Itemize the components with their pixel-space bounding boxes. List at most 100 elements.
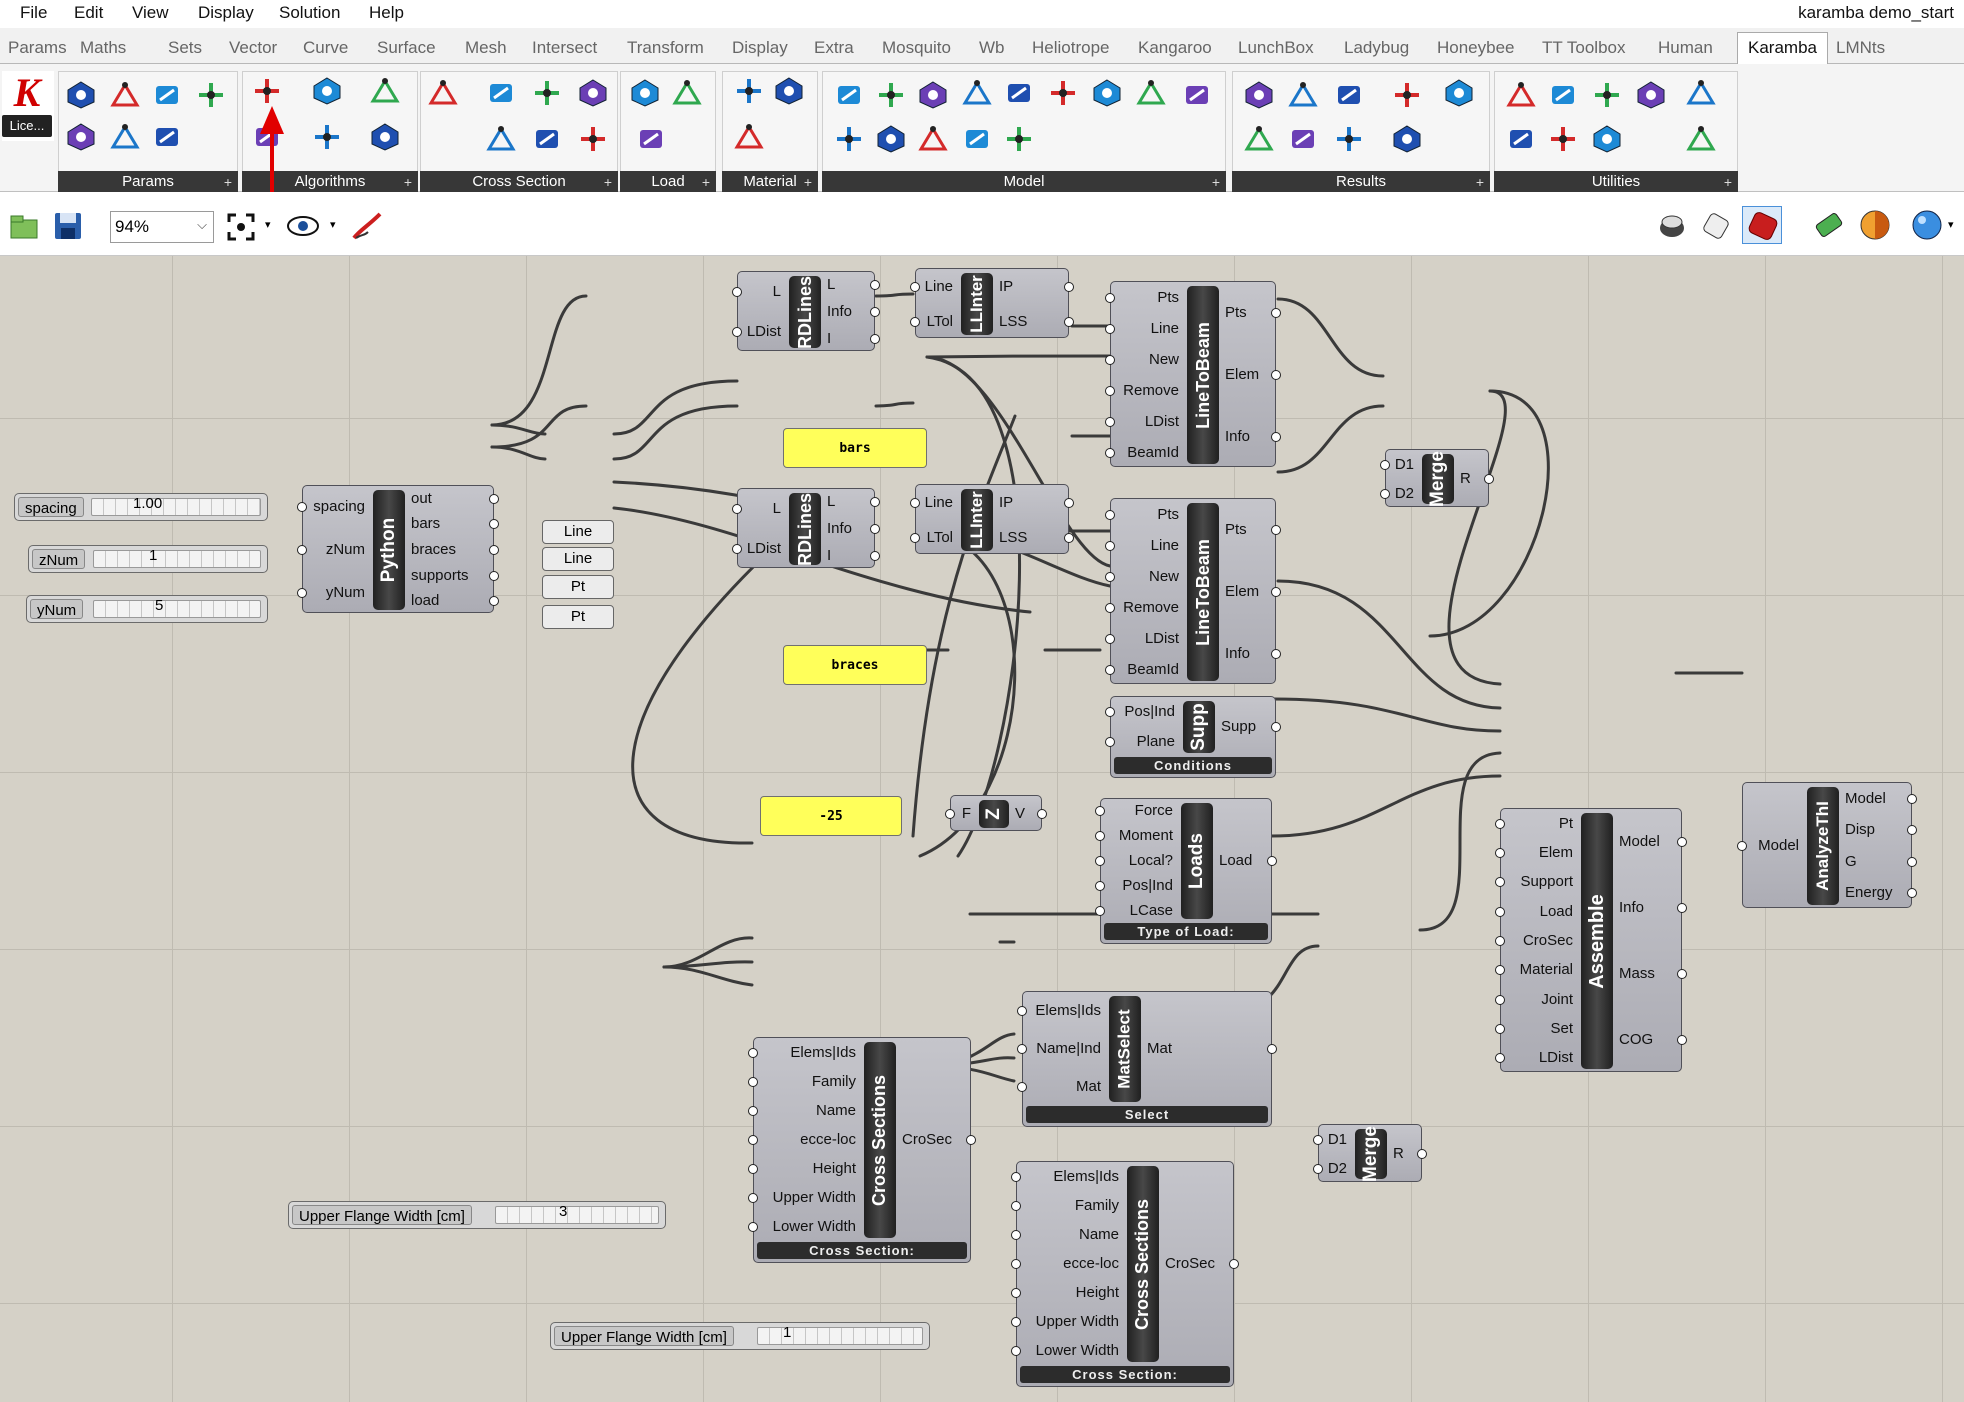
license-block[interactable]: K Lice... [2,71,54,141]
input-grip[interactable] [1095,831,1105,842]
panel-label-utilities[interactable]: Utilities [1494,171,1738,193]
input-grip[interactable] [1495,877,1505,888]
zoom-select[interactable]: 94%⌵ [110,211,214,243]
input-grip[interactable] [910,532,920,543]
panel-label-cross-section[interactable]: Cross Section [420,171,618,193]
ribbon-tool-icon[interactable] [1392,80,1422,110]
input-grip[interactable] [297,502,307,513]
ribbon-tool-icon[interactable] [486,78,516,108]
input-grip[interactable] [748,1222,758,1233]
input-grip[interactable] [1380,488,1390,499]
panel-label-results[interactable]: Results [1232,171,1490,193]
ribbon-tool-icon[interactable] [1548,80,1578,110]
output-grip[interactable] [1267,856,1277,866]
input-grip[interactable] [1011,1317,1021,1328]
output-grip[interactable] [489,596,499,607]
ribbon-tool-icon[interactable] [532,78,562,108]
input-grip[interactable] [1737,841,1747,851]
input-grip[interactable] [732,327,742,337]
output-grip[interactable] [966,1135,976,1145]
open-file-icon[interactable] [8,210,40,242]
input-grip[interactable] [1105,633,1115,644]
input-grip[interactable] [1495,936,1505,946]
tab-heliotrope[interactable]: Heliotrope [1032,38,1110,57]
component-footer[interactable]: Select [1026,1106,1268,1123]
display-sphere-icon[interactable] [1910,208,1944,242]
output-grip[interactable] [1229,1259,1239,1269]
input-grip[interactable] [748,1076,758,1087]
input-grip[interactable] [1095,880,1105,891]
input-grip[interactable] [1095,856,1105,866]
output-grip[interactable] [1271,722,1281,732]
input-grip[interactable] [1105,540,1115,551]
input-grip[interactable] [910,316,920,327]
panel-label-load[interactable]: Load [620,171,716,193]
input-grip[interactable] [732,287,742,297]
output-grip[interactable] [1907,856,1917,867]
ribbon-tool-icon[interactable] [312,76,342,106]
output-grip[interactable] [1037,809,1047,819]
ribbon-tool-icon[interactable] [876,80,906,110]
menu-help[interactable]: Help [369,3,404,22]
ribbon-tool-icon[interactable] [876,124,906,154]
save-file-icon[interactable] [52,210,84,242]
input-grip[interactable] [748,1193,758,1204]
input-grip[interactable] [1495,1024,1505,1034]
slider-flange2[interactable]: Upper Flange Width [cm]1 [550,1322,930,1350]
output-grip[interactable] [870,307,880,317]
panel-label-material[interactable]: Material [722,171,818,193]
input-grip[interactable] [1495,906,1505,917]
tab-ladybug[interactable]: Ladybug [1344,38,1410,57]
output-grip[interactable] [1267,1044,1277,1054]
output-grip[interactable] [489,493,499,504]
tab-maths[interactable]: Maths [80,38,127,57]
output-grip[interactable] [870,333,880,344]
wireframe-preview-icon[interactable] [1656,210,1688,242]
tab-transform[interactable]: Transform [627,38,704,57]
output-grip[interactable] [1064,316,1074,327]
output-grip[interactable] [489,545,499,555]
ribbon-tool-icon[interactable] [1506,124,1536,154]
output-grip[interactable] [1271,525,1281,535]
shaded-preview-icon[interactable] [1700,210,1732,242]
input-grip[interactable] [1011,1200,1021,1211]
input-grip[interactable] [1495,1053,1505,1064]
tab-params[interactable]: Params [8,38,67,57]
tab-lunchbox[interactable]: LunchBox [1238,38,1314,57]
ribbon-tool-icon[interactable] [1004,124,1034,154]
input-grip[interactable] [1495,848,1505,858]
output-grip[interactable] [1907,825,1917,836]
tab-curve[interactable]: Curve [303,38,349,57]
input-grip[interactable] [1495,818,1505,829]
param-pt1[interactable]: Pt [542,575,614,599]
input-grip[interactable] [1011,1171,1021,1182]
input-grip[interactable] [1017,1006,1027,1016]
ribbon-tool-icon[interactable] [252,76,282,106]
ribbon-tool-icon[interactable] [1592,80,1622,110]
ribbon-tool-icon[interactable] [1048,78,1078,108]
ribbon-tool-icon[interactable] [962,78,992,108]
output-grip[interactable] [1677,903,1687,913]
input-grip[interactable] [1313,1134,1323,1145]
input-grip[interactable] [1011,1259,1021,1269]
component-footer[interactable]: Type of Load: [1104,923,1268,940]
selected-preview-toggle[interactable] [1742,206,1782,244]
input-grip[interactable] [732,544,742,554]
output-grip[interactable] [1271,432,1281,442]
input-grip[interactable] [297,545,307,555]
panel-label-params[interactable]: Params [58,171,238,193]
input-grip[interactable] [748,1105,758,1116]
input-grip[interactable] [1011,1346,1021,1357]
ribbon-tool-icon[interactable] [1636,80,1666,110]
input-grip[interactable] [732,504,742,514]
sketch-pen-icon[interactable] [350,210,384,242]
ribbon-tool-icon[interactable] [834,80,864,110]
ribbon-tool-icon[interactable] [630,78,660,108]
ribbon-tool-icon[interactable] [1686,78,1716,108]
